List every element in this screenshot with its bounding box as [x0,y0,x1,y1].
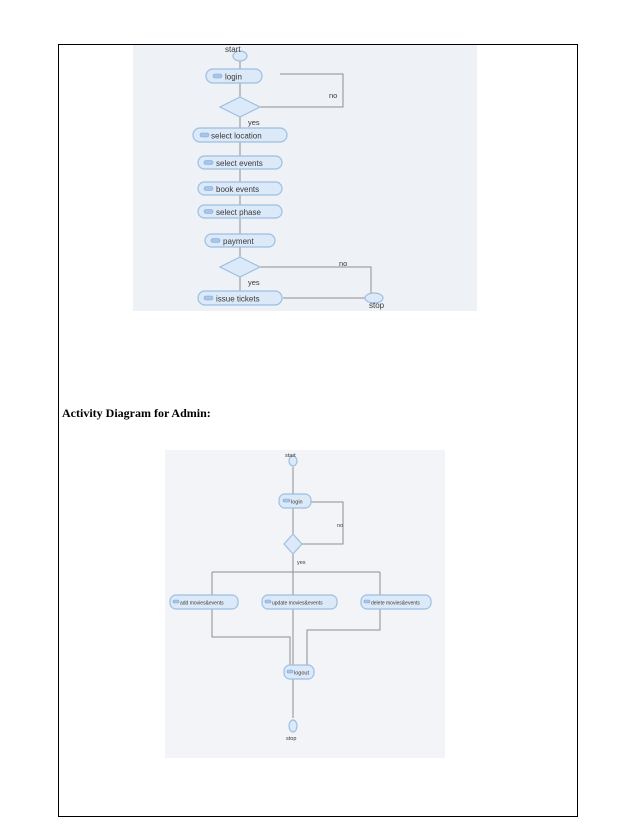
payment-label: payment [223,237,254,246]
action-icon [199,132,210,138]
yes-label-1: yes [248,118,260,127]
admin-connectors [211,467,381,718]
login-label: login [225,73,242,82]
user-diagram-canvas: start login no yes select location selec… [192,45,385,310]
edge-add-logout [211,609,291,665]
start-label: start [285,453,296,459]
action-icon [210,238,221,243]
book-events-label: book events [216,185,259,194]
action-icon [203,160,214,165]
user-activity-diagram: start login no yes select location selec… [133,45,477,311]
select-location-label: select location [211,132,262,141]
select-events-label: select events [216,159,263,168]
page-border [58,44,578,817]
update-movies-events-action [261,594,338,610]
action-icon [203,186,214,191]
delete-movies-events-action [360,594,432,610]
no-label: no [337,523,343,529]
no-label-1: no [329,91,337,100]
stop-node [288,719,298,733]
stop-label: stop [286,736,296,742]
update-movies-events-label: update movies&events [272,601,323,607]
payment-action [204,233,276,248]
select-location-action [192,127,288,143]
login-decision [218,96,262,118]
action-icon [212,73,223,79]
logout-label: logout [294,671,309,677]
start-node [232,50,248,62]
login-label: login [291,500,303,506]
edge-delete-logout [306,609,381,665]
user-connectors [239,61,372,299]
admin-diagram-canvas: start login no yes add movies&events upd… [169,453,432,742]
start-node [288,455,298,467]
issue-tickets-action [197,290,283,306]
action-icon [172,599,180,604]
select-phase-label: select phase [216,208,261,217]
no-label-2: no [339,259,347,268]
select-phase-action [197,204,283,219]
select-events-action [197,155,283,170]
login-decision [283,533,303,555]
payment-decision [218,256,262,278]
logout-action [283,664,315,680]
start-label: start [225,45,241,54]
stop-node [364,292,384,304]
action-icon [282,498,291,503]
yes-label: yes [297,560,306,566]
login-action [205,68,263,84]
issue-tickets-label: issue tickets [216,295,260,304]
add-movies-events-action [169,594,239,610]
add-movies-events-label: add movies&events [180,601,224,607]
stop-label: stop [369,301,385,310]
action-icon [203,209,214,214]
yes-label-2: yes [248,278,260,287]
login-action [278,493,312,509]
action-icon [264,599,272,604]
admin-activity-diagram: start login no yes add movies&events upd… [165,450,445,758]
book-events-action [197,181,283,196]
delete-movies-events-label: delete movies&events [371,601,420,607]
edge-decision-no-stop [260,266,372,298]
edge-decision-no-loop [302,501,344,545]
edge-decision-no-loop [260,73,344,108]
action-icon [203,295,214,301]
admin-diagram-heading: Activity Diagram for Admin: [62,406,211,420]
action-icon [363,599,371,604]
action-icon [286,669,294,674]
